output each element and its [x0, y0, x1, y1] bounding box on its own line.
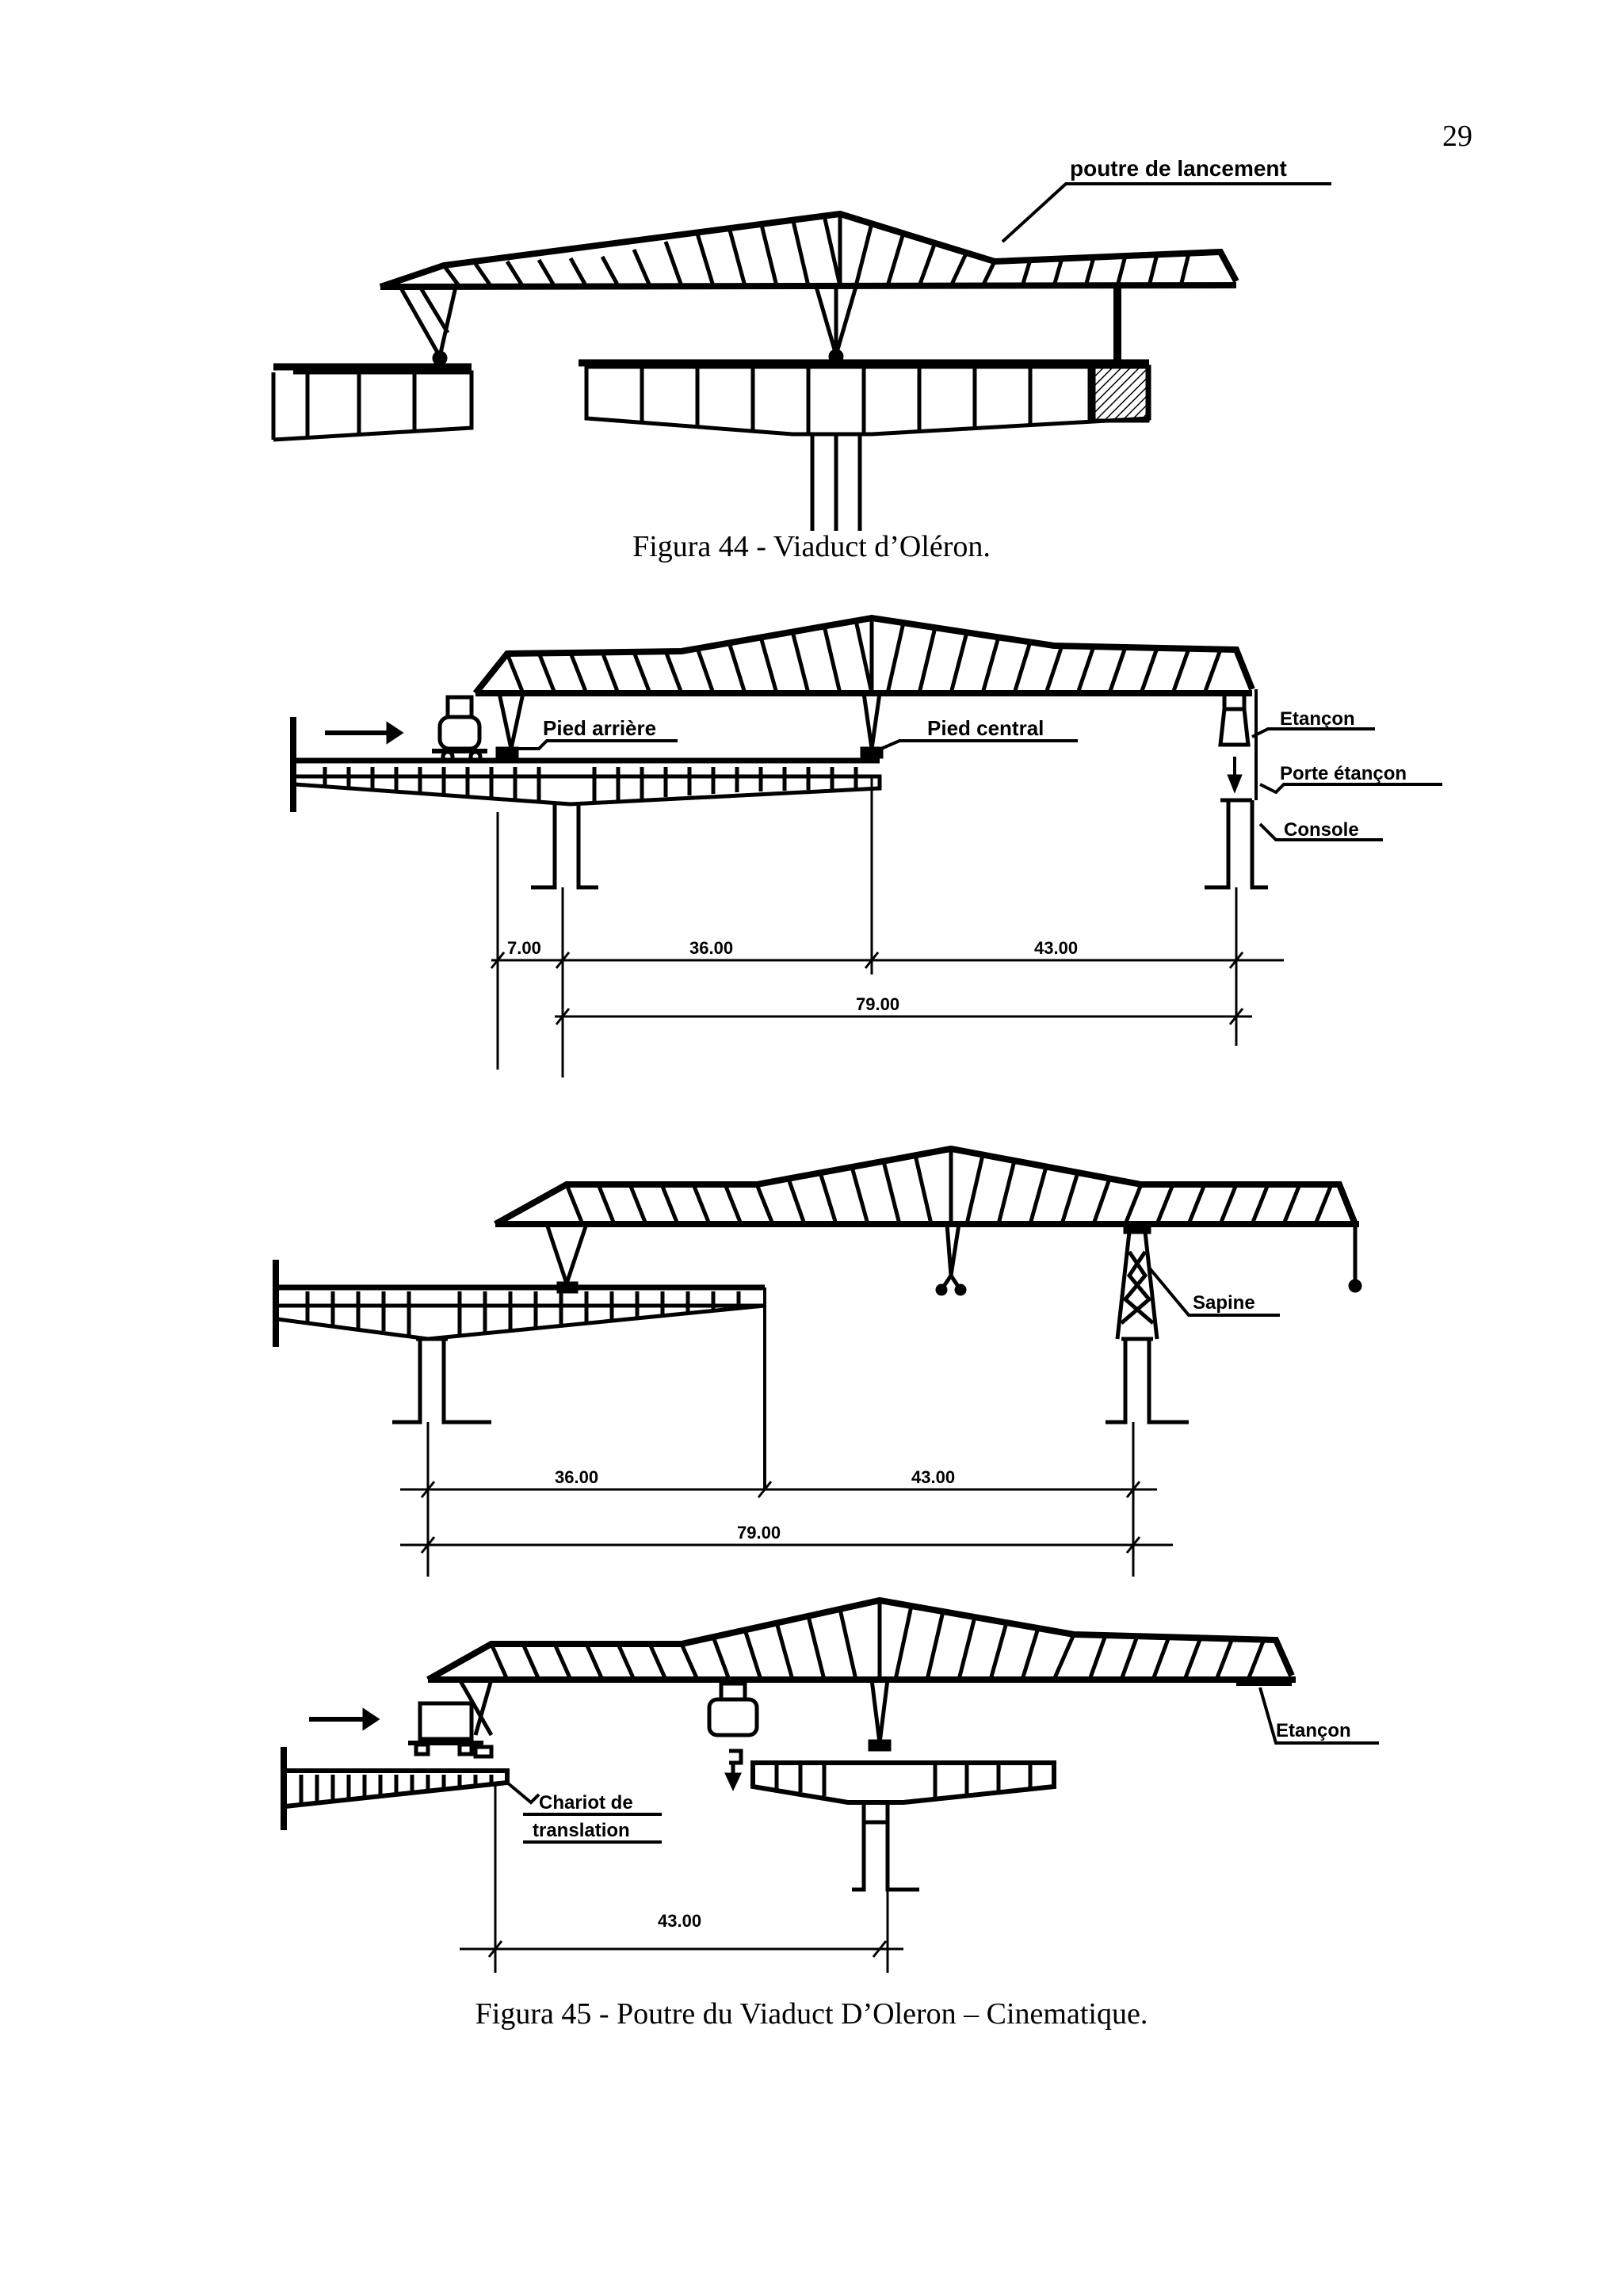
stage2-sapine-tower	[1115, 1222, 1159, 1340]
figure-45-stage-2: Sapine 36.00 43.00 79.00	[273, 1145, 1362, 1577]
stage3-dim-43: 43.00	[658, 1911, 701, 1931]
stage2-deck	[277, 1284, 766, 1489]
stage2-dim-43: 43.00	[911, 1467, 955, 1487]
stage1-dim-7: 7.00	[507, 938, 541, 958]
stage1-pier-right	[1205, 798, 1268, 890]
stage3-hammerhead-segment	[750, 1760, 1056, 1892]
stage1-dim-36: 36.00	[689, 938, 733, 958]
page-number: 29	[1442, 120, 1472, 153]
stage1-console-label: Console	[1284, 819, 1359, 841]
stage1-prop	[1218, 689, 1258, 800]
stage1-central-foot-label: Pied central	[927, 716, 1044, 740]
stage1-pier-left	[531, 804, 598, 890]
figure-45-stage-3: Chariot de translation Etançon 43.00	[281, 1596, 1379, 1973]
stage3-trolley-label-1: Chariot de	[539, 1792, 633, 1814]
stage1-deck	[294, 757, 882, 807]
figure-45-caption: Figura 45 - Poutre du Viaduct D’Oleron –…	[475, 1997, 1148, 2031]
figure-44-drawing: poutre de lancement	[271, 156, 1331, 531]
stage2-dim-79: 79.00	[737, 1523, 781, 1543]
stage1-trolley	[432, 695, 487, 764]
stage1-truss	[472, 614, 1255, 759]
fig44-launching-girder-label: poutre de lancement	[1070, 156, 1287, 181]
stage3-left-deck	[285, 1768, 510, 1809]
figure-45-stage-1: Pied arrière Pied central Etançon Porte …	[290, 614, 1442, 1077]
stage3-trolley-label-2: translation	[533, 1820, 630, 1841]
stage2-truss	[494, 1145, 1362, 1296]
stage1-prop-holder-label: Porte étançon	[1280, 763, 1407, 784]
stage1-dim-79: 79.00	[856, 994, 899, 1014]
stage2-pier-left	[392, 1337, 491, 1425]
stage1-dimensions	[490, 776, 1284, 1077]
stage1-prop-label: Etançon	[1280, 708, 1355, 730]
stage2-pier-right	[1106, 1337, 1189, 1425]
stage3-trolley-center	[707, 1681, 759, 1791]
stage1-dim-43: 43.00	[1034, 938, 1078, 958]
fig44-pier	[810, 434, 862, 531]
stage3-prop-label: Etançon	[1276, 1720, 1351, 1741]
stage3-trolley-left	[408, 1701, 494, 1759]
stage2-dim-36: 36.00	[555, 1467, 598, 1487]
fig44-label-leader	[1001, 182, 1331, 243]
stage2-sapine-label: Sapine	[1193, 1292, 1255, 1314]
fig44-left-deck	[271, 363, 474, 442]
stage3-truss	[426, 1596, 1296, 1752]
fig44-main-deck	[579, 359, 1151, 437]
stage3-dimensions	[460, 1783, 903, 1973]
figure-44-caption: Figura 44 - Viaduct d’Oléron.	[632, 530, 991, 563]
stage2-dimensions	[400, 1422, 1173, 1577]
stage1-rear-foot-label: Pied arrière	[543, 716, 656, 740]
fig44-launching-girder	[379, 210, 1239, 366]
